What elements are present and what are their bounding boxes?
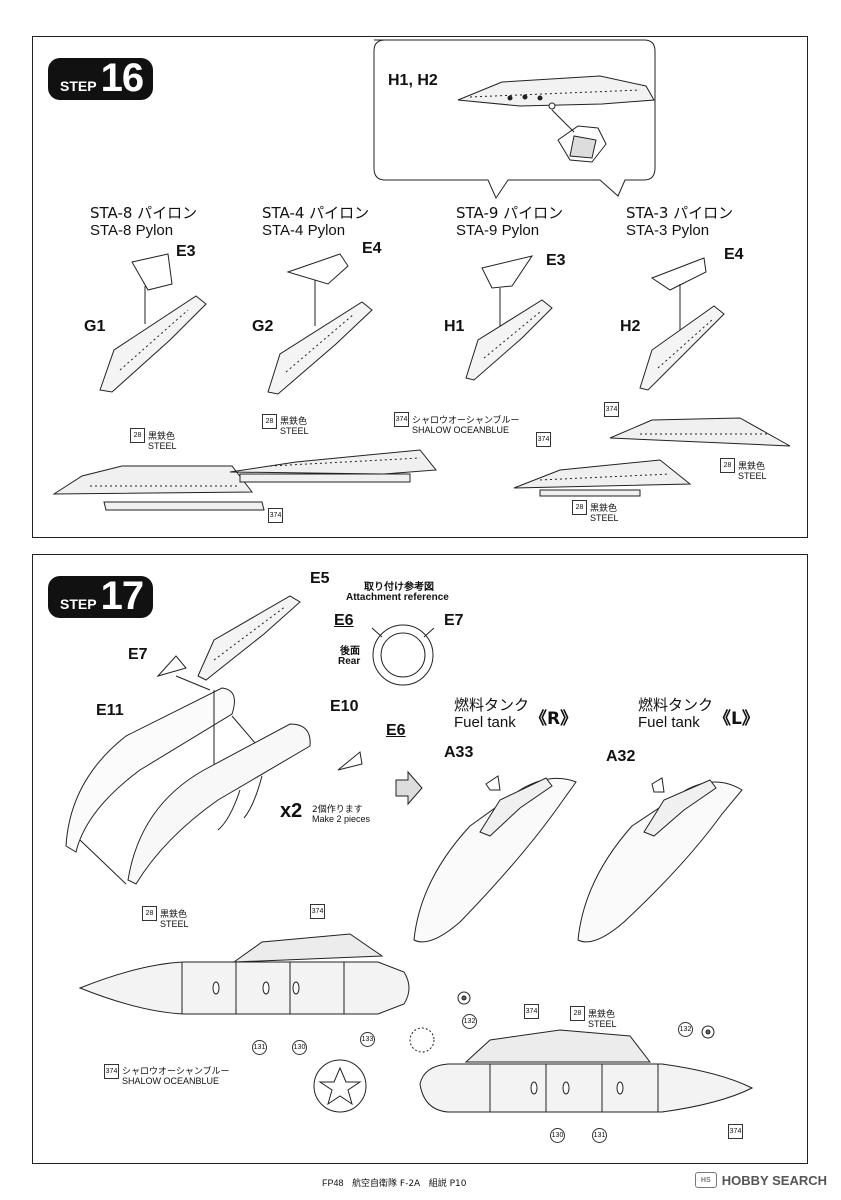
pylon-sta3 xyxy=(639,257,725,391)
pylon-sta9-body-part: H1 xyxy=(444,318,465,335)
footer-title: 航空自衛隊 F-2A xyxy=(352,1179,421,1189)
tank-l-side: 《L》 xyxy=(714,709,759,729)
decal-number: 133 xyxy=(360,1032,375,1047)
pylon-sta8-body-part: G1 xyxy=(84,318,106,335)
color-steel-en: STEEL xyxy=(738,471,767,481)
color-steel-en: STEEL xyxy=(280,426,309,436)
make-en: Make 2 pieces xyxy=(312,814,371,824)
pylon-sta4-title-jp: STA-4 パイロン xyxy=(262,204,370,222)
watermark-text: HOBBY SEARCH xyxy=(721,1172,827,1188)
color-steel-jp: 黒鉄色 xyxy=(280,417,308,427)
decal-number: 132 xyxy=(462,1014,477,1029)
attach-title-en: Attachment reference xyxy=(346,592,449,603)
color-blue-en: SHALOW OCEANBLUE xyxy=(122,1076,220,1086)
color-steel-jp: 黒鉄色 xyxy=(160,910,188,920)
pylon-sta9 xyxy=(465,255,553,381)
decal-number: 131 xyxy=(592,1128,607,1143)
color-code-box: 374 xyxy=(728,1124,743,1139)
part-e5: E5 xyxy=(310,570,330,587)
footer: FP48 航空自衛隊 F-2A 組説 P10 xyxy=(322,1176,466,1189)
tank-l-title-jp: 燃料タンク xyxy=(638,696,714,714)
pylon-sta3-title-en: STA-3 Pylon xyxy=(626,222,710,239)
pylon-sta3-title-jp: STA-3 パイロン xyxy=(626,204,734,222)
color-blue-en: SHALOW OCEANBLUE xyxy=(412,425,510,435)
color-steel-en: STEEL xyxy=(160,919,189,929)
color-code-box: 374 xyxy=(604,402,619,417)
tank-l-title-en: Fuel tank xyxy=(638,714,700,731)
step-word: STEP xyxy=(60,78,97,94)
decal-number: 132 xyxy=(678,1022,693,1037)
multiplier: x2 xyxy=(280,800,303,822)
attach-e6-label: E6 xyxy=(334,612,354,629)
decal-number: 130 xyxy=(292,1040,307,1055)
color-code-box: 28 xyxy=(572,500,587,515)
footer-code: FP48 xyxy=(322,1178,344,1188)
pylon-sta4 xyxy=(267,253,373,395)
decal-number: 131 xyxy=(252,1040,267,1055)
color-code-box: 28 xyxy=(142,906,157,921)
tank-r-side: 《R》 xyxy=(530,709,578,729)
part-a33: A33 xyxy=(444,744,474,761)
pylon-sta8-top-part: E3 xyxy=(176,243,196,260)
callout-part-label: H1, H2 xyxy=(388,72,438,89)
pylon-sta4-body-part: G2 xyxy=(252,318,274,335)
color-blue-jp: シャロウオーシャンブルー xyxy=(122,1067,230,1077)
color-code-box: 374 xyxy=(310,904,325,919)
step17-badge: STEP 17 xyxy=(48,574,154,618)
part-e7-left: E7 xyxy=(128,646,148,663)
hobby-search-logo-icon: HS xyxy=(694,1172,717,1188)
step-number: 16 xyxy=(100,56,144,100)
attach-title-jp: 取り付け参考図 xyxy=(364,582,434,593)
pylon-sta3-body-part: H2 xyxy=(620,318,641,335)
color-code-box: 374 xyxy=(524,1004,539,1019)
color-code-box: 374 xyxy=(104,1064,119,1079)
pylon-sta9-title-en: STA-9 Pylon xyxy=(456,222,540,239)
pylon-sta4-top-part: E4 xyxy=(362,240,382,257)
color-code-box: 374 xyxy=(394,412,409,427)
watermark: HS HOBBY SEARCH xyxy=(694,1172,827,1188)
make-jp: 2個作ります xyxy=(312,805,363,815)
part-e11: E11 xyxy=(96,702,124,719)
color-steel-jp: 黒鉄色 xyxy=(590,504,618,514)
step-word: STEP xyxy=(60,596,97,612)
color-code-box: 28 xyxy=(570,1006,585,1021)
color-steel-en: STEEL xyxy=(588,1019,617,1029)
pylon-sta9-top-part: E3 xyxy=(546,252,566,269)
pylon-sta3-top-part: E4 xyxy=(724,246,744,263)
color-code-box: 374 xyxy=(536,432,551,447)
pylon-sta9-title-jp: STA-9 パイロン xyxy=(456,204,564,222)
tank-r-title-en: Fuel tank xyxy=(454,714,516,731)
part-a32: A32 xyxy=(606,748,636,765)
color-steel-jp: 黒鉄色 xyxy=(588,1010,616,1020)
color-code-box: 28 xyxy=(720,458,735,473)
pylon-sta8 xyxy=(99,253,207,393)
tank-r-title-jp: 燃料タンク xyxy=(454,696,530,714)
color-code-box: 28 xyxy=(130,428,145,443)
color-code-box: 374 xyxy=(268,508,283,523)
part-e6-right: E6 xyxy=(386,722,406,739)
pylon-sta4-title-en: STA-4 Pylon xyxy=(262,222,346,239)
color-steel-en: STEEL xyxy=(590,513,619,523)
step16-drawings xyxy=(52,39,791,511)
decal-number: 130 xyxy=(550,1128,565,1143)
color-steel-en: STEEL xyxy=(148,441,177,451)
attach-e7-label: E7 xyxy=(444,612,464,629)
part-e10: E10 xyxy=(330,698,359,715)
color-blue-jp: シャロウオーシャンブルー xyxy=(412,416,520,426)
color-steel-jp: 黒鉄色 xyxy=(738,462,766,472)
rear-en: Rear xyxy=(338,656,361,667)
pylon-sta8-title-jp: STA-8 パイロン xyxy=(90,204,198,222)
step16-badge: STEP 16 xyxy=(48,56,154,100)
color-code-box: 28 xyxy=(262,414,277,429)
rear-jp: 後面 xyxy=(340,646,360,657)
step-number: 17 xyxy=(100,574,144,618)
footer-page: 組説 P10 xyxy=(428,1179,467,1189)
pylon-sta8-title-en: STA-8 Pylon xyxy=(90,222,174,239)
color-steel-jp: 黒鉄色 xyxy=(148,432,176,442)
